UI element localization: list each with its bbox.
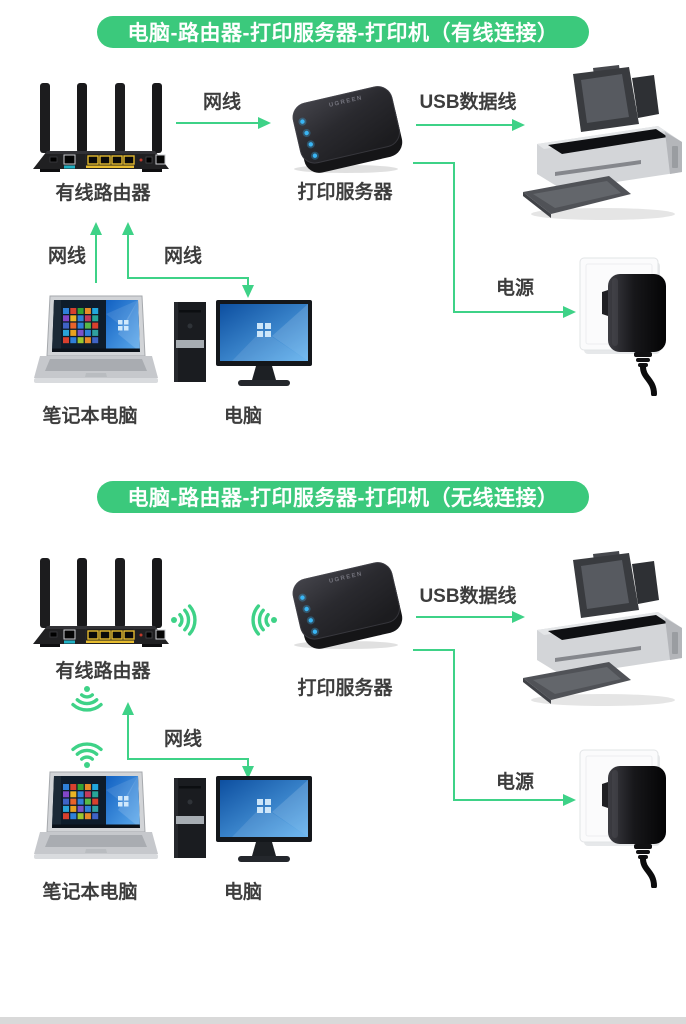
- wifi-signal-icon: [231, 602, 279, 638]
- power-line: [453, 649, 455, 801]
- next-section-edge: [0, 1017, 686, 1024]
- arrow-right-icon: [258, 117, 271, 129]
- desktop-ethernet-label: 网线: [163, 729, 202, 750]
- arrow-right-icon: [563, 794, 576, 806]
- wireless-section-title: 电脑-路由器-打印服务器-打印机（无线连接）: [127, 487, 559, 510]
- arrow-right-icon: [512, 119, 525, 131]
- laptop-image: [34, 770, 158, 870]
- wifi-signal-icon: [69, 722, 105, 770]
- laptop-image: [34, 294, 158, 394]
- desktop-ethernet-line: [247, 277, 249, 286]
- print-server-label: 打印服务器: [297, 182, 393, 203]
- power-link-label: 电源: [495, 278, 534, 299]
- power-adapter-image: [578, 748, 678, 888]
- arrow-up-icon: [90, 222, 102, 235]
- desktop-ethernet-line: [127, 235, 129, 279]
- wifi-signal-icon: [169, 602, 217, 638]
- router-image: [30, 553, 172, 648]
- laptop-ethernet-label: 网线: [47, 246, 86, 267]
- printer-image: [515, 62, 686, 232]
- usb-line: [416, 124, 512, 126]
- wired-section-title-banner: 电脑-路由器-打印服务器-打印机（有线连接）: [97, 16, 589, 48]
- laptop-label: 笔记本电脑: [42, 882, 138, 903]
- desktop-label: 电脑: [223, 406, 262, 427]
- print-server-label: 打印服务器: [297, 678, 393, 699]
- desktop-ethernet-line: [127, 758, 249, 760]
- print-server-image: [276, 82, 416, 174]
- arrow-down-icon: [242, 766, 254, 779]
- power-line: [453, 162, 455, 313]
- power-line: [413, 649, 455, 651]
- arrow-up-icon: [122, 702, 134, 715]
- desktop-ethernet-line: [127, 277, 249, 279]
- laptop-ethernet-line: [95, 235, 97, 283]
- desktop-image: [172, 776, 312, 868]
- desktop-label: 电脑: [223, 882, 262, 903]
- desktop-image: [172, 300, 312, 392]
- power-line: [413, 162, 455, 164]
- usb-line: [416, 616, 512, 618]
- printer-image: [515, 548, 686, 718]
- desktop-ethernet-line: [247, 758, 249, 767]
- router-label: 有线路由器: [55, 183, 151, 204]
- arrow-down-icon: [242, 285, 254, 298]
- ethernet-line: [176, 122, 258, 124]
- arrow-right-icon: [563, 306, 576, 318]
- router-label: 有线路由器: [55, 661, 151, 682]
- desktop-ethernet-label: 网线: [163, 246, 202, 267]
- power-link-label: 电源: [495, 772, 534, 793]
- laptop-label: 笔记本电脑: [42, 406, 138, 427]
- wireless-section-title-banner: 电脑-路由器-打印服务器-打印机（无线连接）: [97, 481, 589, 513]
- print-server-image: [276, 558, 416, 650]
- arrow-right-icon: [512, 611, 525, 623]
- desktop-ethernet-line: [127, 715, 129, 760]
- ethernet-link-label: 网线: [202, 92, 241, 113]
- power-line: [453, 311, 563, 313]
- arrow-up-icon: [122, 222, 134, 235]
- power-line: [453, 799, 563, 801]
- router-image: [30, 78, 172, 173]
- wired-section-title: 电脑-路由器-打印服务器-打印机（有线连接）: [127, 22, 559, 45]
- power-adapter-image: [578, 256, 678, 396]
- usb-link-label: USB数据线: [419, 586, 517, 607]
- usb-link-label: USB数据线: [419, 92, 517, 113]
